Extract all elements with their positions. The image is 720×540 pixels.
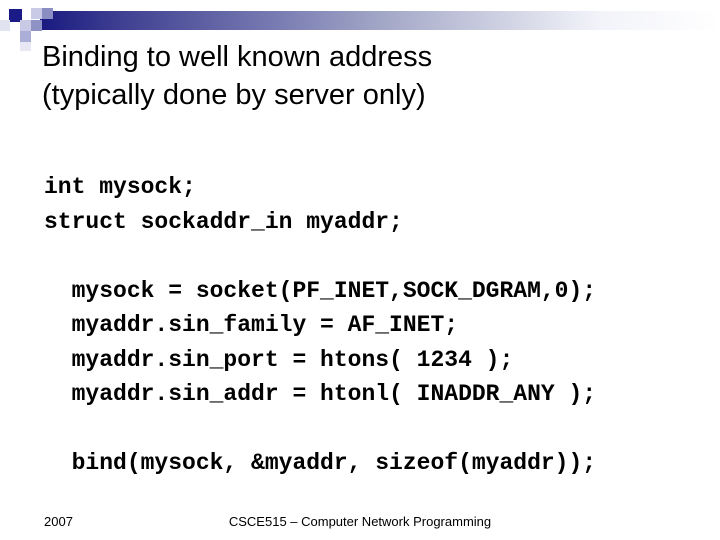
- decor-square: [20, 20, 31, 31]
- decor-square: [0, 20, 10, 31]
- decor-square-navy: [9, 9, 22, 22]
- code-block: int mysock; struct sockaddr_in myaddr; m…: [44, 170, 704, 481]
- code-line: myaddr.sin_port = htons( 1234 );: [44, 346, 514, 373]
- code-line: bind(mysock, &myaddr, sizeof(myaddr));: [44, 450, 597, 476]
- code-line: mysock = socket(PF_INET,SOCK_DGRAM,0);: [44, 277, 597, 304]
- decor-square: [20, 42, 31, 51]
- slide-title-line-1: Binding to well known address: [42, 41, 433, 73]
- slide-title-line-2: (typically done by server only): [42, 79, 426, 111]
- decor-square: [42, 8, 53, 19]
- title-gradient-bar: [40, 11, 720, 30]
- footer-year: 2007: [44, 514, 73, 529]
- decor-square: [20, 31, 31, 42]
- code-line: myaddr.sin_addr = htonl( INADDR_ANY );: [44, 381, 597, 407]
- decor-square: [31, 20, 42, 31]
- decor-square: [31, 8, 42, 19]
- code-line: myaddr.sin_family = AF_INET;: [44, 312, 459, 338]
- code-line-blank: [44, 412, 704, 447]
- code-line: struct sockaddr_in myaddr;: [44, 208, 403, 235]
- code-line: int mysock;: [44, 174, 196, 200]
- footer-course-title: CSCE515 – Computer Network Programming: [228, 514, 492, 529]
- slide-title: Binding to well known address (typically…: [42, 38, 682, 114]
- code-line-blank: [44, 239, 704, 274]
